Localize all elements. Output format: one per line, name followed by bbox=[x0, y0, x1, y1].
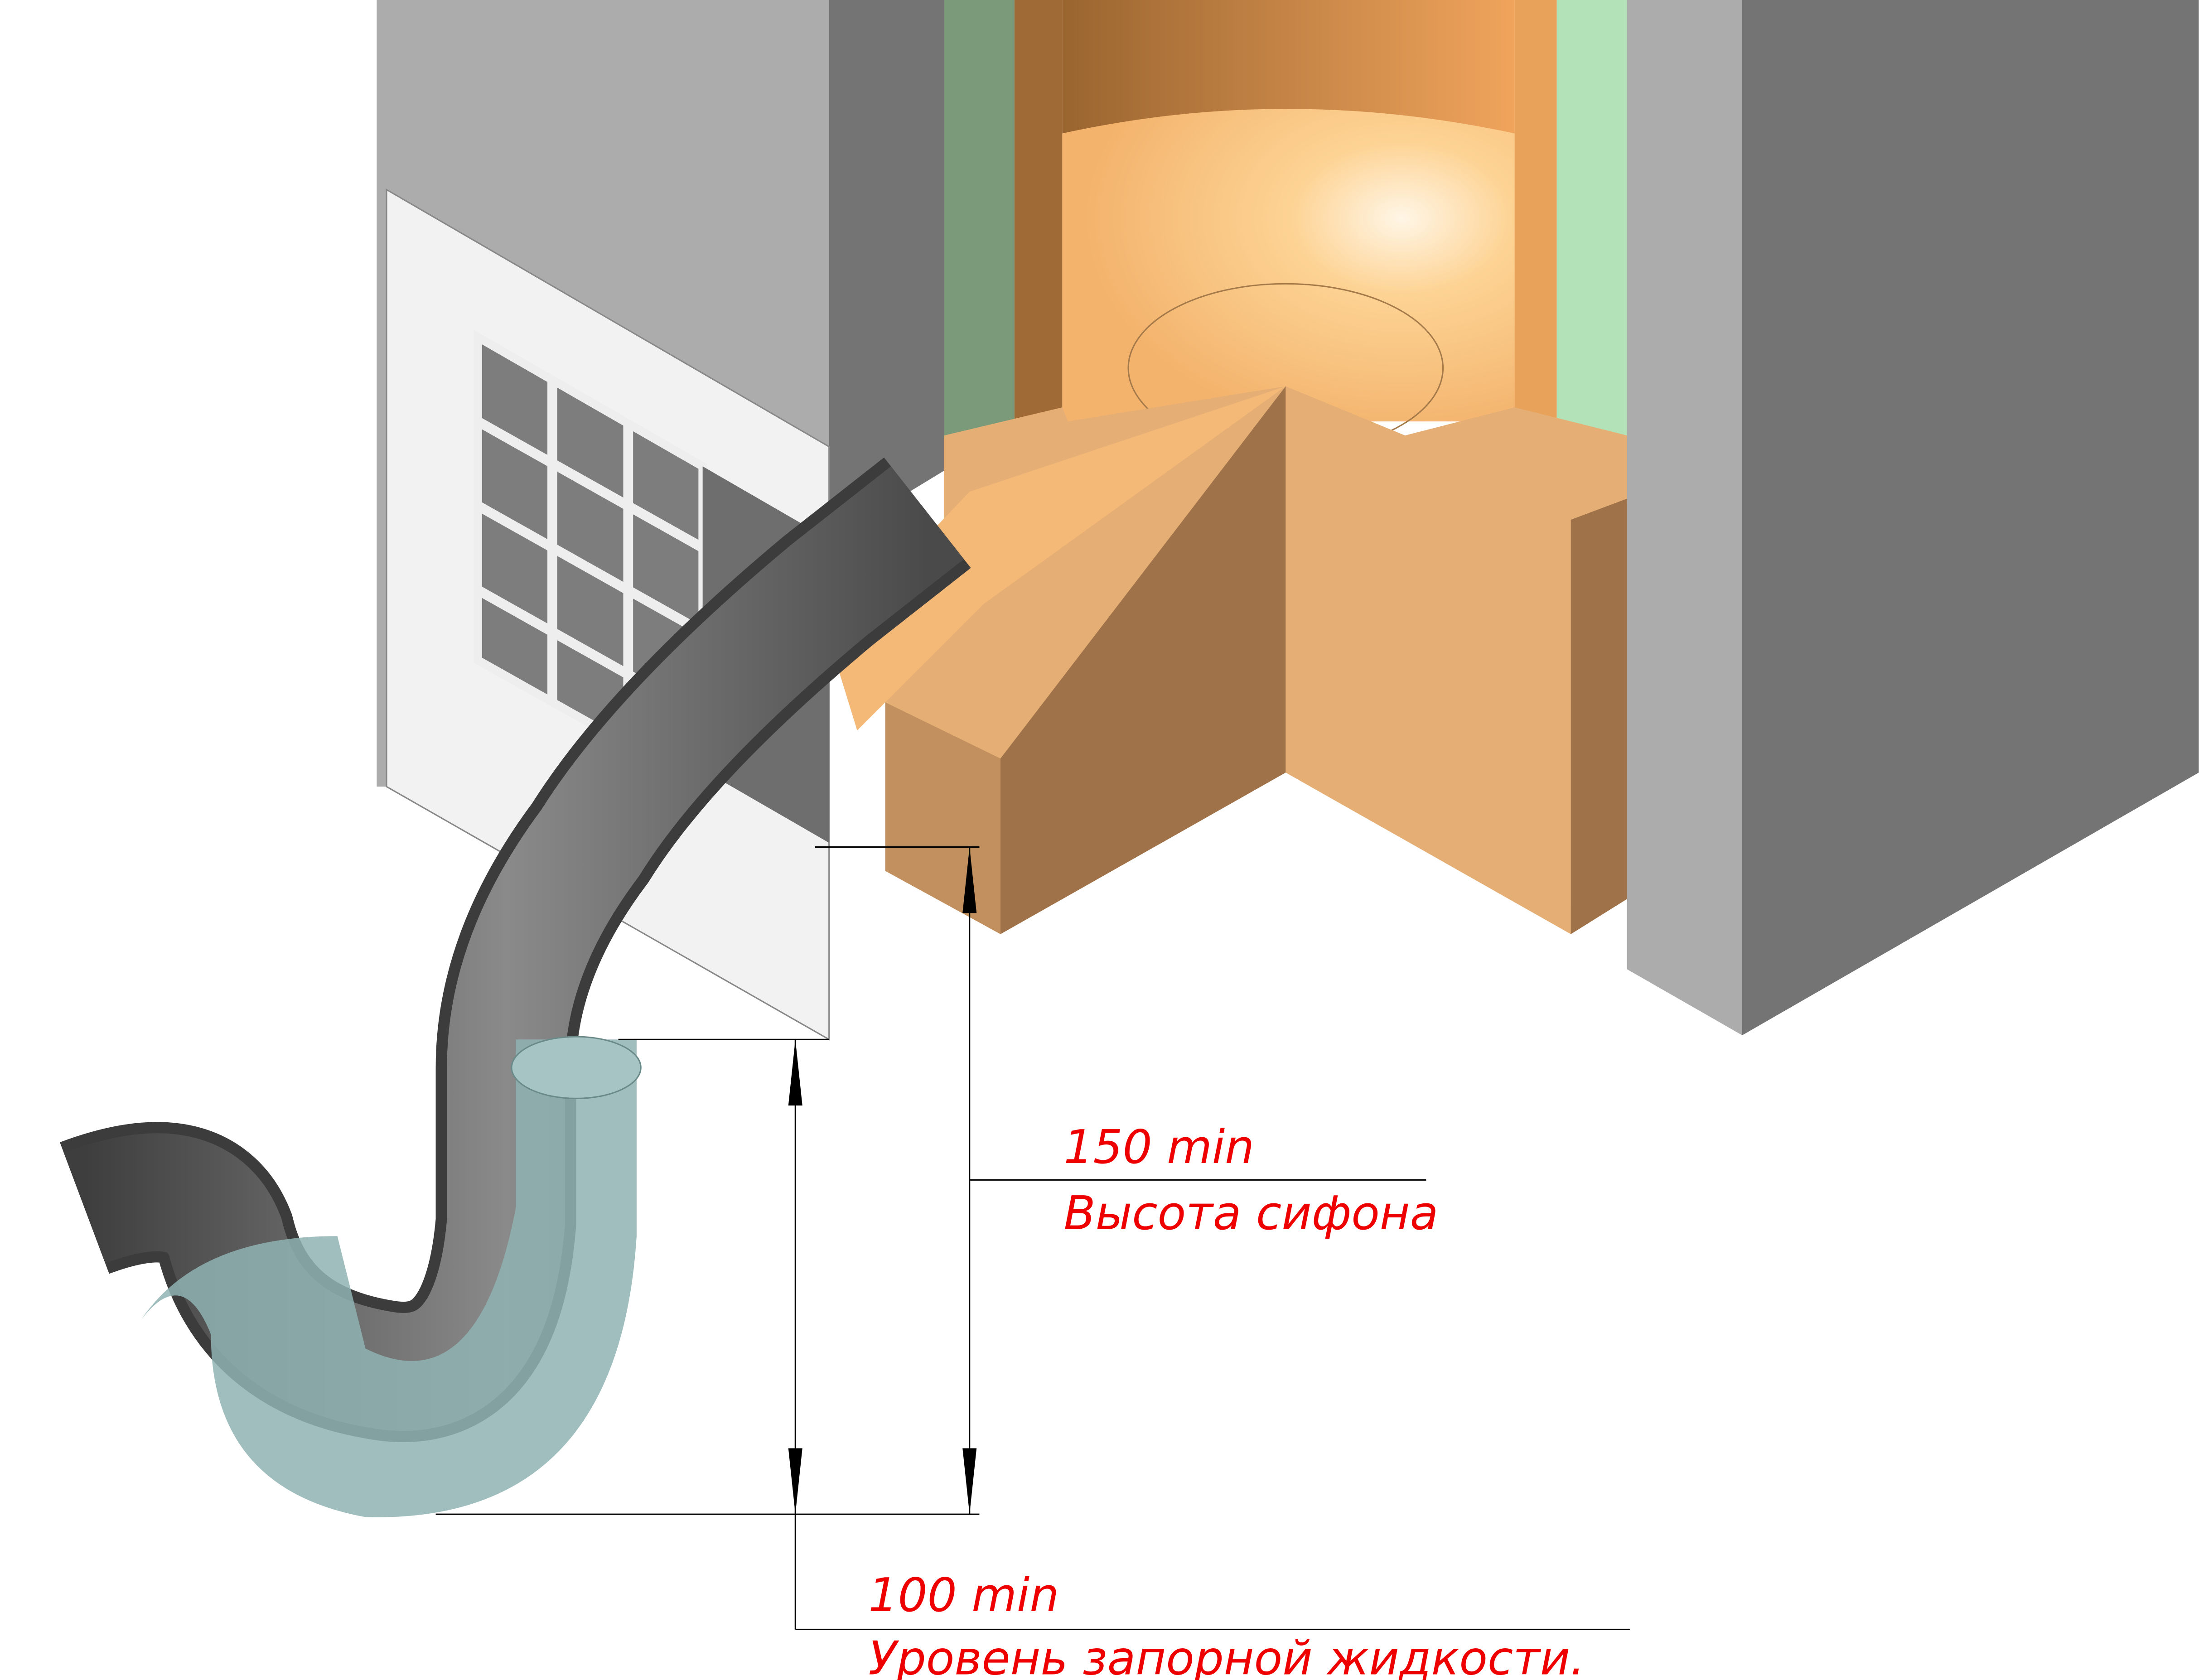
siphon-height-caption: Высота сифона bbox=[1063, 1187, 1438, 1241]
seal-level-caption: Уровень запорной жидкости. bbox=[868, 1632, 1585, 1680]
right-wall bbox=[1627, 0, 2199, 1035]
water bbox=[140, 1039, 637, 1517]
chimney-section bbox=[944, 0, 1627, 453]
arrow-down-icon bbox=[788, 1448, 802, 1515]
arrow-up-icon bbox=[962, 847, 977, 913]
seal-level-value: 100 min bbox=[868, 1569, 1059, 1622]
siphon-height-value: 150 min bbox=[1063, 1120, 1254, 1174]
base-block bbox=[829, 386, 1627, 934]
dimension-lines bbox=[435, 846, 1630, 1630]
arrow-down-icon bbox=[962, 1448, 977, 1515]
siphon-pipe bbox=[60, 457, 971, 1517]
arrow-up-icon bbox=[788, 1039, 802, 1106]
